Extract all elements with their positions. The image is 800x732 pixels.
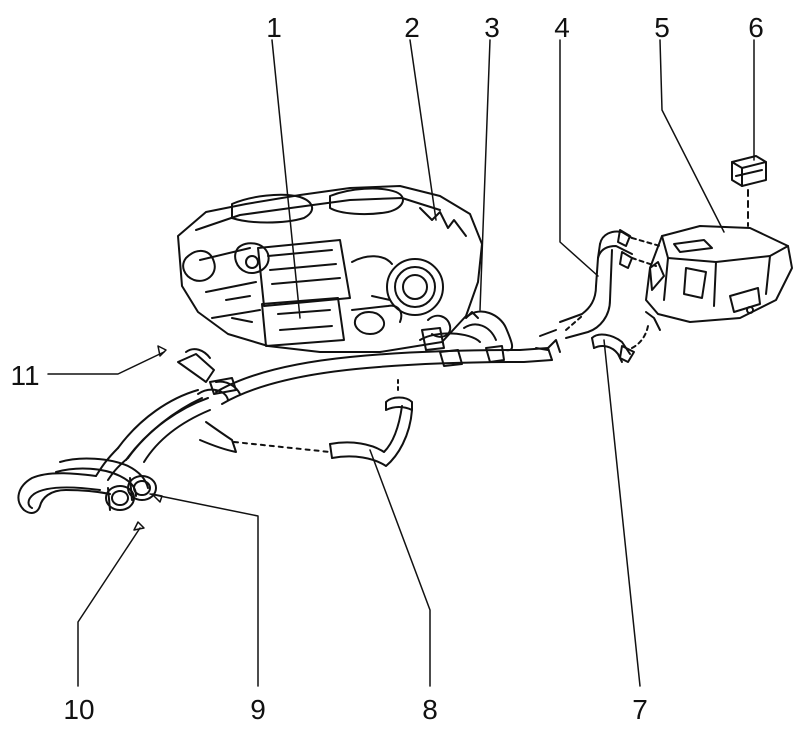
coolant-pipe-assembly bbox=[17, 310, 561, 514]
callout-5: 5 bbox=[654, 12, 670, 43]
callout-2: 2 bbox=[404, 12, 420, 43]
callout-1: 1 bbox=[266, 12, 282, 43]
tank-cap bbox=[731, 155, 767, 227]
lower-tank-hose bbox=[591, 325, 649, 363]
engine-assembly bbox=[177, 185, 483, 353]
callout-8: 8 bbox=[422, 694, 438, 725]
callout-11: 11 bbox=[10, 360, 40, 391]
callout-3: 3 bbox=[484, 12, 500, 43]
callout-6: 6 bbox=[748, 12, 764, 43]
callout-9: 9 bbox=[250, 694, 266, 725]
callout-10: 10 bbox=[63, 694, 95, 725]
callout-7: 7 bbox=[632, 694, 648, 725]
expansion-tank bbox=[645, 225, 793, 331]
leader-lines bbox=[47, 39, 755, 687]
callout-4: 4 bbox=[554, 12, 570, 43]
upper-tank-hose bbox=[559, 229, 661, 339]
